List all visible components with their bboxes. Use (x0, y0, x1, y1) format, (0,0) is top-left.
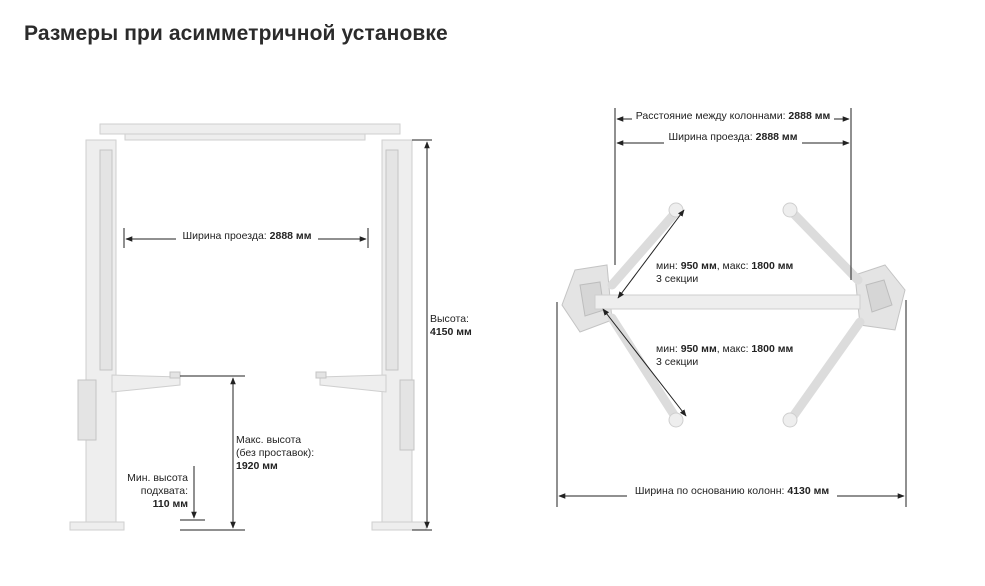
min-height-line2: подхвата: (141, 485, 188, 497)
top-drive-width-label: Ширина проезда: 2888 мм (669, 131, 798, 143)
max-height-line2: (без проставок): (236, 447, 314, 459)
max-height-dimension: Макс. высота (без проставок): 1920 мм (180, 375, 314, 531)
top-bar-guard (124, 133, 366, 141)
column-distance-dimension: Расстояние между колоннами: 2888 мм (614, 108, 852, 280)
height-label: Высота: (430, 313, 469, 325)
right-upper-arm (787, 207, 863, 285)
right-lower-arm (787, 317, 865, 423)
max-height-line1: Макс. высота (236, 434, 301, 446)
left-lift-pad (169, 371, 181, 379)
front-drive-width-label: Ширина проезда: 2888 мм (183, 230, 312, 242)
column-distance-label: Расстояние между колоннами: 2888 мм (636, 110, 831, 122)
left-power-unit (77, 379, 97, 441)
upper-arm-sections: 3 секции (656, 273, 698, 285)
right-lower-arm-pad (782, 412, 798, 428)
top-view-lift (561, 202, 906, 428)
left-lift-arm (111, 374, 181, 393)
page-title: Размеры при асимметричной установке (24, 22, 448, 45)
min-height-value: 110 мм (153, 498, 189, 510)
left-lower-arm-pad (668, 412, 684, 428)
right-base-plate (371, 521, 427, 531)
height-value: 4150 мм (430, 326, 472, 338)
lower-arm-sections: 3 секции (656, 356, 698, 368)
right-column-carriage (385, 149, 399, 371)
upper-arm-dimension: мин: 950 мм, макс: 1800 мм 3 секции (617, 209, 793, 299)
base-width-label: Ширина по основанию колонн: 4130 мм (635, 485, 830, 497)
base-width-dimension: Ширина по основанию колонн: 4130 мм (556, 300, 907, 507)
front-drive-width-dimension: Ширина проезда: 2888 мм (123, 228, 369, 248)
min-height-dimension: Мин. высота подхвата: 110 мм (127, 466, 205, 521)
lower-arm-range: мин: 950 мм, макс: 1800 мм (656, 343, 793, 355)
left-base-plate (69, 521, 125, 531)
max-height-value: 1920 мм (236, 460, 278, 472)
right-lift-pad (315, 371, 327, 379)
top-view-crossbar (594, 294, 861, 310)
right-lift-arm (319, 374, 387, 393)
front-view-lift (69, 123, 427, 531)
lower-arm-dimension: мин: 950 мм, макс: 1800 мм 3 секции (602, 308, 793, 417)
left-column-carriage (99, 149, 113, 371)
min-height-line1: Мин. высота (127, 472, 188, 484)
top-crossbar (99, 123, 401, 135)
upper-arm-range: мин: 950 мм, макс: 1800 мм (656, 260, 793, 272)
right-column-top-inner (865, 279, 893, 313)
right-upper-arm-pad (782, 202, 798, 218)
right-column-lock (399, 379, 415, 451)
height-dimension: Высота: 4150 мм (412, 139, 472, 531)
top-drive-width-dimension: Ширина проезда: 2888 мм (616, 131, 850, 146)
